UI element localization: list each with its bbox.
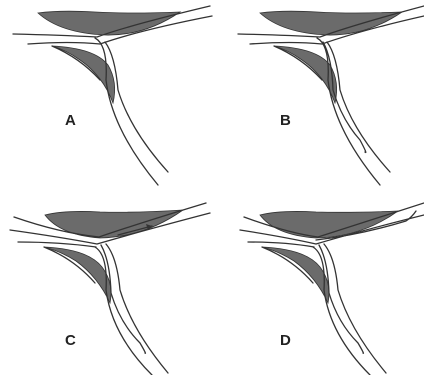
upper-channel-extra (248, 242, 314, 247)
inner-split-branch (323, 42, 366, 153)
panel-b: B (238, 6, 424, 185)
curved-channel-inner (106, 244, 168, 373)
curved-channel-outer (313, 247, 370, 375)
panel-d-label: D (280, 332, 291, 349)
curved-channel-inner (105, 42, 168, 172)
upper-channel-extra (18, 242, 96, 247)
upper-shaded-region (45, 210, 183, 238)
panel-b-label: B (280, 112, 291, 129)
panel-a-label: A (65, 112, 76, 129)
panel-c-label: C (65, 332, 76, 349)
curved-channel-inner (327, 42, 390, 172)
lower-shaded-region (44, 247, 111, 303)
curved-channel-inner (324, 244, 386, 373)
upper-shaded-region (38, 11, 180, 35)
lower-shaded-region (262, 247, 329, 303)
panel-d: D (240, 203, 424, 375)
upper-shaded-region (260, 11, 402, 35)
curved-channel-outer (95, 247, 152, 375)
panel-a: A (13, 6, 212, 185)
panel-c: C (10, 203, 210, 375)
